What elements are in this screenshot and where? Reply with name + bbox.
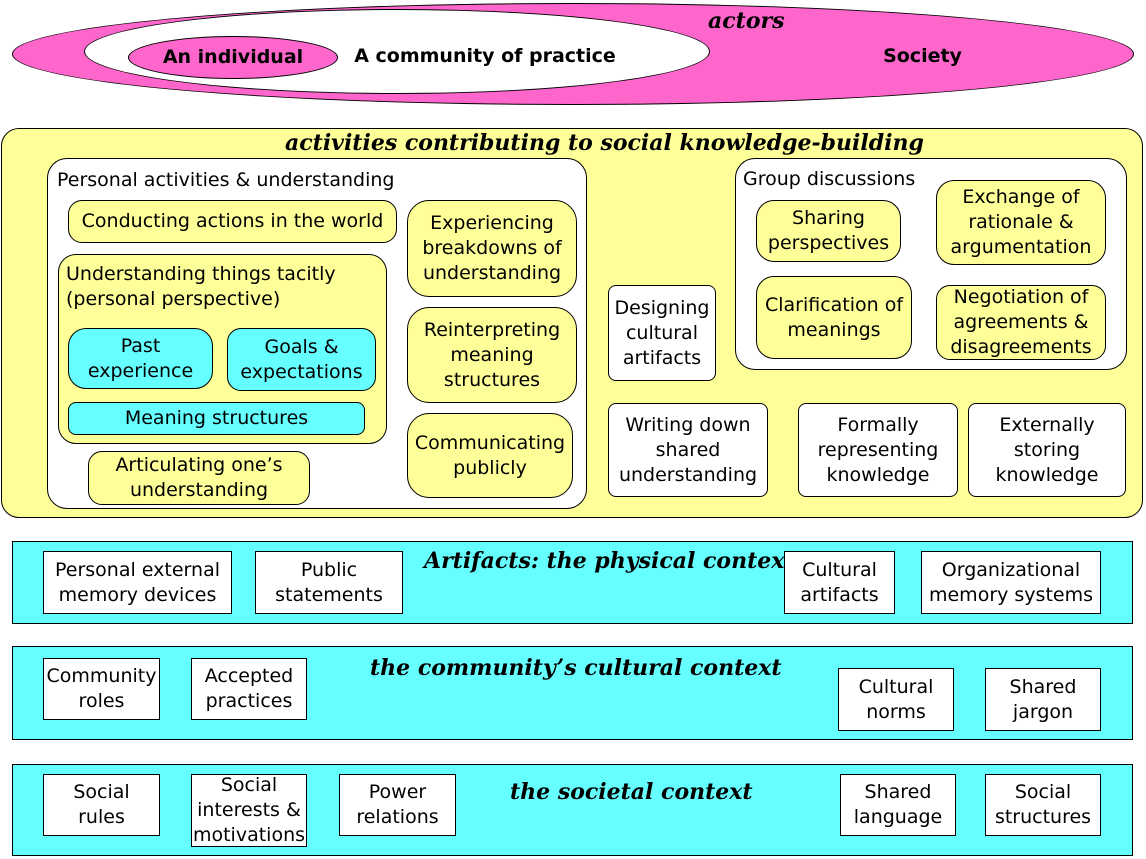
articulating-understanding: Articulating one’s understanding [88, 451, 310, 505]
writing-shared-understanding: Writing down shared understanding [608, 403, 768, 497]
community-label: A community of practice [354, 44, 616, 67]
activities-title: activities contributing to social knowle… [285, 130, 924, 156]
society-label: Society [883, 44, 962, 67]
experiencing-breakdowns: Experiencing breakdowns of understanding [407, 200, 577, 297]
public-statements: Public statements [255, 551, 403, 614]
social-structures: Social structures [985, 774, 1101, 836]
cultural-norms: Cultural norms [838, 668, 954, 731]
personal-external-memory: Personal external memory devices [43, 551, 232, 614]
social-interests-motivations: Social interests & motivations [191, 774, 307, 847]
designing-cultural-artifacts: Designing cultural artifacts [608, 285, 716, 381]
group-discussions-title: Group discussions [743, 168, 916, 190]
actors-title: actors [708, 8, 785, 34]
personal-activities-title: Personal activities & understanding [57, 169, 395, 191]
clarification-meanings: Clarification of meanings [756, 276, 912, 359]
communicating-publicly: Communicating publicly [407, 413, 573, 498]
social-rules: Social rules [43, 774, 160, 836]
societal-context-title: the societal context [510, 779, 753, 805]
societal-context-panel [12, 764, 1133, 856]
conducting-actions: Conducting actions in the world [68, 200, 397, 243]
power-relations: Power relations [339, 774, 456, 836]
sharing-perspectives: Sharing perspectives [756, 200, 901, 262]
tacit-understanding-title: Understanding things tacitly (personal p… [66, 263, 336, 310]
goals-expectations: Goals & expectations [227, 328, 376, 391]
accepted-practices: Accepted practices [191, 658, 307, 720]
artifacts-title: Artifacts: the physical context [424, 548, 795, 574]
shared-jargon: Shared jargon [985, 668, 1101, 731]
negotiation-agreements: Negotiation of agreements & disagreement… [936, 285, 1106, 360]
exchange-rationale: Exchange of rationale & argumentation [936, 180, 1106, 265]
externally-storing-knowledge: Externally storing knowledge [968, 403, 1126, 497]
community-context-title: the community’s cultural context [370, 655, 782, 681]
individual-ellipse: An individual [128, 36, 338, 79]
community-roles: Community roles [43, 658, 160, 720]
meaning-structures: Meaning structures [68, 402, 365, 435]
reinterpreting-meaning: Reinterpreting meaning structures [407, 307, 577, 403]
shared-language: Shared language [840, 774, 956, 836]
formally-representing-knowledge: Formally representing knowledge [798, 403, 958, 497]
past-experience: Past experience [68, 328, 213, 389]
organizational-memory-systems: Organizational memory systems [921, 551, 1101, 614]
cultural-artifacts: Cultural artifacts [784, 551, 895, 614]
